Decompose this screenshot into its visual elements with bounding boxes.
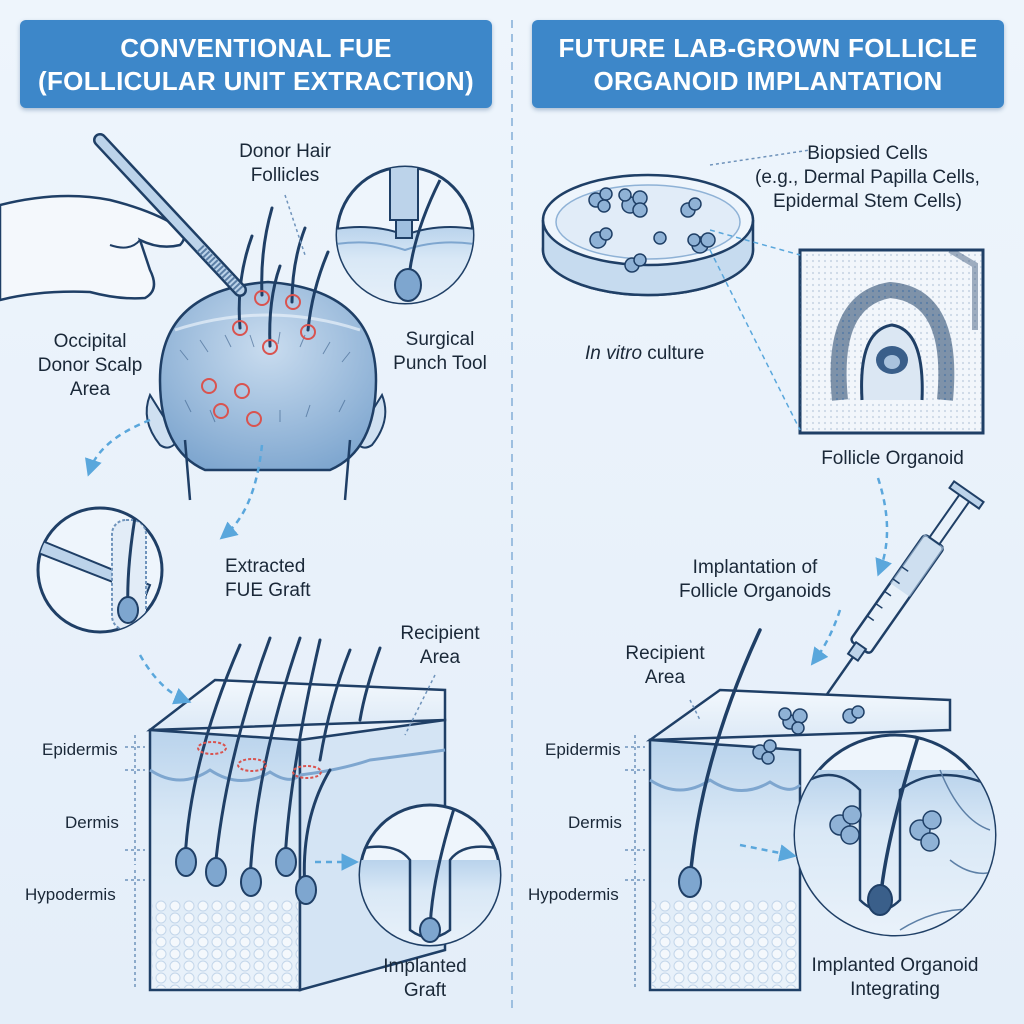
layer-hypodermis-right: Hypodermis <box>528 885 619 904</box>
label-implantation-organoids: Implantation of Follicle Organoids <box>678 557 832 602</box>
left-title-line1: CONVENTIONAL FUE <box>120 33 392 63</box>
petri-dish <box>541 173 755 297</box>
implanted-organoid-zoom <box>793 733 997 937</box>
extracted-graft-zoom <box>36 506 164 634</box>
implanted-graft-zoom <box>358 803 502 947</box>
left-title-line2: (FOLLICULAR UNIT EXTRACTION) <box>38 66 474 96</box>
label-implanted-organoid: Implanted Organoid Integrating <box>811 955 979 1000</box>
label-recipient-area-left: Recipient Area <box>400 623 480 668</box>
label-biopsied-cells: Biopsied Cells (e.g., Dermal Papilla Cel… <box>755 143 980 212</box>
extraction-sites <box>201 290 316 427</box>
follicle-organoid-micrograph <box>798 248 985 435</box>
right-title-line2: ORGANOID IMPLANTATION <box>593 66 943 96</box>
layer-epidermis-left: Epidermis <box>42 740 118 759</box>
culture-text: culture <box>642 343 705 364</box>
right-title-banner: FUTURE LAB-GROWN FOLLICLE ORGANOID IMPLA… <box>532 20 1004 108</box>
syringe <box>818 479 985 706</box>
label-surgical-punch-tool: Surgical Punch Tool <box>393 329 487 374</box>
label-donor-follicles: Donor Hair Follicles <box>239 141 331 186</box>
right-title-line1: FUTURE LAB-GROWN FOLLICLE <box>558 33 978 63</box>
label-follicle-organoid: Follicle Organoid <box>821 448 964 469</box>
layer-dermis-right: Dermis <box>568 813 622 832</box>
in-vitro-italic: In vitro <box>585 343 643 364</box>
hand-with-tool <box>0 133 247 302</box>
label-recipient-area-right: Recipient Area <box>625 643 705 688</box>
recipient-skin-block-right <box>645 628 952 992</box>
label-extracted-graft: Extracted FUE Graft <box>225 556 311 601</box>
layer-dermis-left: Dermis <box>65 813 119 832</box>
head-back-view <box>145 280 387 501</box>
layer-epidermis-right: Epidermis <box>545 740 621 759</box>
layer-hypodermis-left: Hypodermis <box>25 885 116 904</box>
label-implanted-graft: Implanted Graft <box>383 956 467 1001</box>
label-occipital-donor-area: Occipital Donor Scalp Area <box>37 331 143 400</box>
left-title-banner: CONVENTIONAL FUE (FOLLICULAR UNIT EXTRAC… <box>20 20 492 108</box>
label-in-vitro-culture: In vitro culture <box>585 342 745 366</box>
